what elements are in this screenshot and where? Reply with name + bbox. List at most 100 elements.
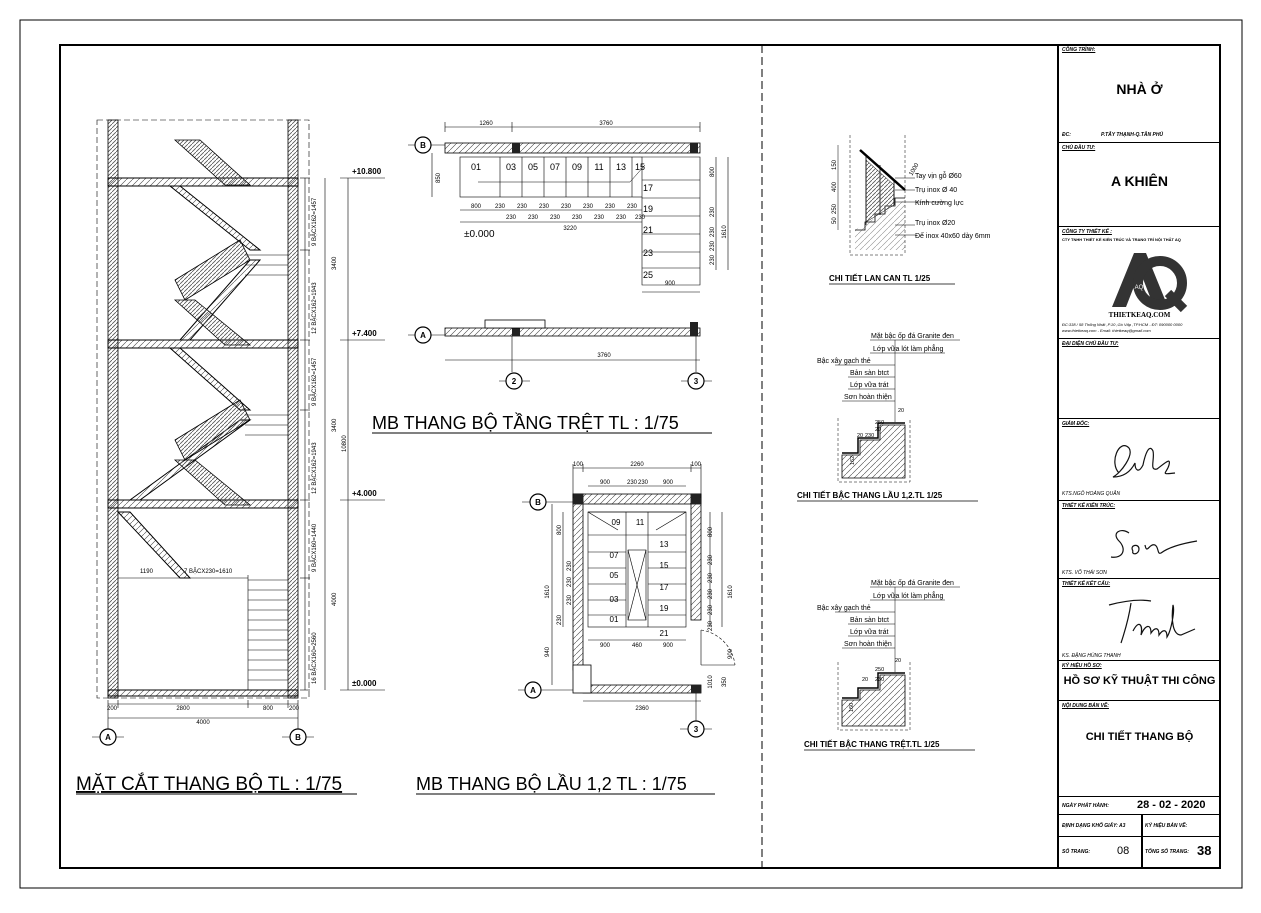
inner-border: [59, 44, 1221, 869]
u-right-dim-5: 1610: [728, 585, 734, 599]
director-signature: [1112, 445, 1176, 478]
svg-text:A: A: [420, 331, 426, 340]
u-mid-dim-0: 900: [600, 643, 611, 649]
sg-dim-1: 250: [875, 667, 884, 673]
structure-signature: [1108, 599, 1196, 644]
u-step-03: 03: [610, 595, 619, 604]
g-step-07: 07: [550, 162, 560, 172]
tb-owner-name: A KHIÊN: [1110, 173, 1169, 189]
g-step-13: 13: [616, 162, 626, 172]
flight-1: [116, 511, 192, 579]
u-step-01: 01: [610, 615, 619, 624]
g-tread-a-0: 800: [471, 204, 482, 210]
ground-plan-title: MB THANG BỘ TẦNG TRỆT TL : 1/75: [372, 412, 679, 433]
flight-3: [168, 347, 252, 411]
tb-arch-label: THIẾT KẾ KIẾN TRÚC:: [1062, 503, 1116, 509]
bottom-dim-1: 200: [107, 706, 118, 712]
u-mid-dim-1: 460: [632, 643, 643, 649]
g-tread-a-7: 230: [627, 204, 638, 210]
tb-designer: CÔNG TY THIẾT KẾ : CTY TNHH THIẾT KẾ KIẾ…: [1059, 227, 1220, 339]
u-left-dim-2: 230: [567, 576, 573, 587]
g-step-25: 25: [643, 270, 653, 280]
tb-structure: THIẾT KẾ KẾT CẤU: KS. ĐẶNG HÙNG THANH: [1059, 579, 1220, 661]
step-detail-ground: Mặt bậc ốp đá Granite đen Lớp vữa lót là…: [804, 578, 975, 751]
g-top-dim-1: 1260: [479, 121, 493, 127]
tb-address-label: ĐC:: [1062, 132, 1071, 138]
su-layer-2: Bậc xây gạch thẻ: [817, 358, 871, 365]
flight-label-3: 9 BẬCX162=1457: [311, 357, 318, 406]
flight-label-1: 9 BẬCX162=1457: [311, 197, 318, 246]
tb-format: ĐỊNH DẠNG KHỔ GIẤY: A3 KÝ HIỆU BẢN VẼ:: [1059, 815, 1220, 837]
g-right-dim-1: 230: [710, 206, 716, 217]
u-mid-dim-2: 900: [663, 643, 674, 649]
sg-layer-1: Lớp vữa lót làm phẳng: [873, 591, 943, 600]
axis-3-ground: 3: [681, 372, 712, 390]
svg-text:B: B: [295, 733, 301, 742]
right-wall: [287, 119, 299, 699]
tb-struct-label: THIẾT KẾ KẾT CẤU:: [1062, 581, 1111, 587]
railing-5: [173, 459, 252, 506]
u-bottom-dim: 2360: [635, 706, 649, 712]
tb-owner: CHỦ ĐẦU TƯ: A KHIÊN: [1059, 143, 1220, 227]
u-right-dim-1: 230: [708, 554, 714, 565]
tb-company-address: ĐC:338 / 58 Thống Nhất ,P.10 ,Gò Vấp ,TP…: [1062, 322, 1183, 327]
tb-total-label: TỔNG SỐ TRANG:: [1145, 849, 1189, 855]
title-block: CÔNG TRÌNH: NHÀ Ở ĐC: P.TÂY THẠNH-Q.TÂN …: [1059, 45, 1220, 868]
g-right-dim-0: 800: [710, 166, 716, 177]
left-wall: [107, 119, 119, 699]
su-dim-0: 20: [898, 408, 904, 414]
tb-director-name: KTS.NGÔ HOÀNG QUÂN: [1062, 491, 1121, 497]
rail-label-3: Trụ inox Ø20: [915, 220, 955, 227]
g-tread-b-1: 230: [528, 215, 539, 221]
g-landing-width: 900: [665, 281, 676, 287]
rail-label-2: Kính cường lực: [915, 200, 964, 207]
u-step-05: 05: [610, 571, 619, 580]
su-layer-4: Lớp vữa trát: [850, 382, 889, 389]
railing-4: [174, 399, 251, 461]
axis-2-ground: 2: [499, 372, 530, 390]
su-dim-3: 230: [865, 433, 874, 439]
bottom-dim-4: 200: [289, 706, 300, 712]
g-step-01: 01: [471, 162, 481, 172]
g-right-dim-3: 230: [710, 240, 716, 251]
level-10800: +10.800: [352, 167, 382, 176]
g-right-dim-5: 1610: [722, 225, 728, 239]
level-4000: +4.000: [352, 489, 377, 498]
svg-text:B: B: [535, 498, 541, 507]
level-7400: +7.400: [352, 329, 377, 338]
su-layer-5: Sơn hoàn thiện: [844, 394, 892, 401]
g-step-23: 23: [643, 248, 653, 258]
floor-height-2: 3400: [332, 418, 338, 432]
g-tread-a-3: 230: [539, 204, 550, 210]
sg-dim-4: 160: [849, 703, 855, 712]
tb-structure-name: KS. ĐẶNG HÙNG THANH: [1062, 653, 1121, 659]
tb-format-label: ĐỊNH DẠNG KHỔ GIẤY: A3: [1062, 823, 1126, 829]
g-step-15: 15: [635, 162, 645, 172]
u-small-dim-1: 350: [722, 676, 728, 687]
level-0000: ±0.000: [352, 679, 377, 688]
g-tread-b-0: 230: [506, 215, 517, 221]
g-tread-b-5: 230: [616, 215, 627, 221]
tb-pages: SỐ TRANG: 08 TỔNG SỐ TRANG: 38: [1059, 837, 1220, 868]
tb-representative: ĐẠI DIỆN CHỦ ĐẦU TƯ:: [1059, 339, 1220, 419]
u-step-21: 21: [660, 629, 669, 638]
sg-dim-2: 20: [862, 677, 868, 683]
g-right-dim-2: 230: [710, 226, 716, 237]
railing-1: [173, 139, 252, 186]
g-step-09: 09: [572, 162, 582, 172]
tb-rep-label: ĐẠI DIỆN CHỦ ĐẦU TƯ:: [1062, 341, 1119, 347]
g-step-03: 03: [506, 162, 516, 172]
sg-layer-3: Bản sàn btct: [850, 617, 889, 624]
section-title: MẶT CẮT THANG BỘ TL : 1/75: [76, 773, 342, 795]
g-tread-b-2: 230: [550, 215, 561, 221]
u-left-dim-6: 940: [545, 646, 551, 657]
tb-company-web: www.thietkeaq.com - Email: thietkeaq@gma…: [1062, 328, 1151, 333]
tb-project-name: NHÀ Ở: [1116, 81, 1163, 97]
su-dim-1: 250: [875, 420, 884, 426]
step-ground-title: CHI TIẾT BẬC THANG TRỆT.TL 1/25: [804, 739, 940, 749]
tb-director: GIÁM ĐỐC: KTS.NGÔ HOÀNG QUÂN: [1059, 419, 1220, 501]
rail-label-4: Đế inox 40x60 dày 6mm: [915, 231, 991, 240]
slab-7400: [107, 339, 299, 349]
su-dim-5: 162: [850, 456, 856, 465]
u-top-dim-1: 2260: [630, 462, 644, 468]
